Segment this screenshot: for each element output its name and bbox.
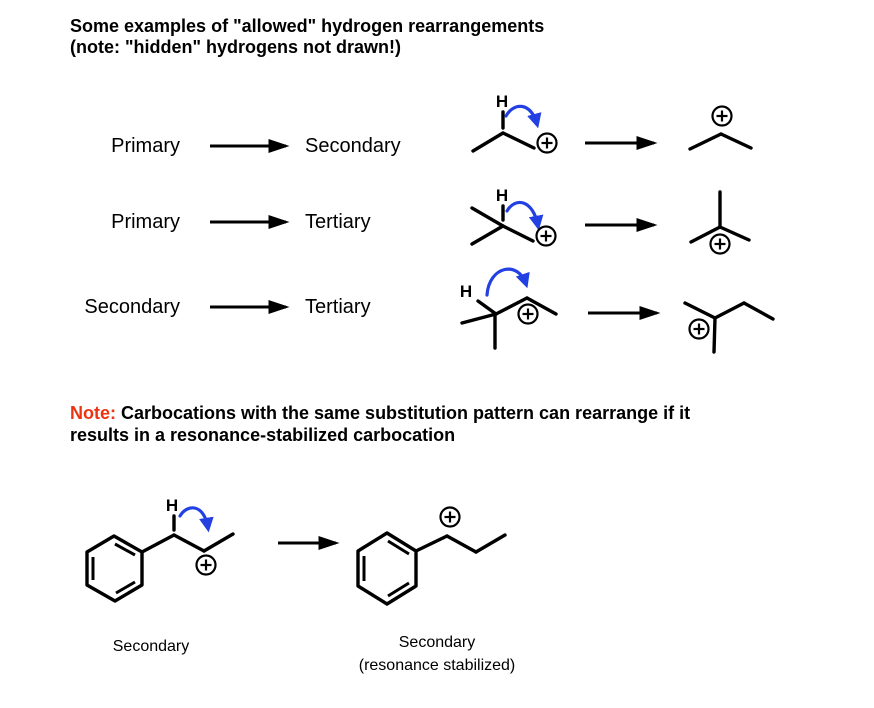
row2-reactant-primary-cation: H bbox=[470, 186, 557, 247]
bottom-right-label: Secondary (resonance stabilized) bbox=[337, 631, 537, 677]
row3-from-label: Secondary bbox=[84, 296, 180, 318]
row3-reactant-secondary-cation: H bbox=[460, 267, 558, 350]
title-line2: (note: "hidden" hydrogens not drawn!) bbox=[70, 37, 402, 57]
plus-charge-icon bbox=[536, 132, 558, 154]
hydrogen-label: H bbox=[496, 92, 508, 111]
bottom-left-label: Secondary bbox=[112, 638, 190, 655]
note-line1: Note: Carbocations with the same substit… bbox=[70, 402, 690, 424]
hydride-shift-arrow bbox=[178, 506, 214, 533]
row2-from-label: Primary bbox=[111, 211, 180, 233]
hydride-shift-arrow bbox=[485, 267, 530, 297]
benzene-ring bbox=[356, 531, 418, 606]
plus-charge-icon bbox=[688, 318, 710, 340]
hydrogen-label: H bbox=[460, 282, 472, 301]
plus-charge-icon bbox=[517, 303, 539, 325]
row1-to-label: Secondary bbox=[305, 135, 401, 157]
title-line1: Some examples of "allowed" hydrogen rear… bbox=[70, 16, 545, 36]
hydrogen-label: H bbox=[166, 496, 178, 515]
row1-reactant-primary-cation: H bbox=[471, 92, 558, 154]
row3-to-label: Tertiary bbox=[305, 296, 371, 318]
hydride-shift-arrow bbox=[504, 104, 542, 129]
note-text: Note: Carbocations with the same substit… bbox=[70, 402, 690, 446]
note-prefix: Note: bbox=[70, 403, 116, 423]
plus-charge-icon bbox=[195, 554, 217, 576]
bottom-right-label-line2: (resonance stabilized) bbox=[358, 657, 516, 674]
bottom-right-label-line1: Secondary bbox=[398, 634, 476, 651]
label-reaction-arrows bbox=[210, 139, 290, 314]
note-line2: results in a resonance-stabilized carboc… bbox=[70, 425, 456, 445]
plus-charge-icon bbox=[535, 225, 557, 247]
row1-from-label: Primary bbox=[111, 135, 180, 157]
hydride-shift-arrow bbox=[505, 200, 544, 231]
row1-product-secondary-cation bbox=[688, 105, 753, 151]
row2-product-tertiary-cation bbox=[689, 190, 751, 255]
hydrogen-label: H bbox=[496, 186, 508, 205]
structure-reaction-arrows bbox=[278, 136, 661, 550]
bottom-product-benzylic-cation bbox=[356, 506, 507, 606]
benzene-ring bbox=[85, 534, 144, 603]
bottom-reactant-phenyl-secondary-cation: H bbox=[85, 496, 235, 603]
plus-charge-icon bbox=[709, 233, 731, 255]
plus-charge-icon bbox=[439, 506, 461, 528]
row3-product-tertiary-cation bbox=[683, 301, 775, 354]
plus-charge-icon bbox=[711, 105, 733, 127]
note-line1-rest: Carbocations with the same substitution … bbox=[116, 403, 691, 423]
row2-to-label: Tertiary bbox=[305, 211, 371, 233]
page-title: Some examples of "allowed" hydrogen rear… bbox=[70, 16, 544, 58]
